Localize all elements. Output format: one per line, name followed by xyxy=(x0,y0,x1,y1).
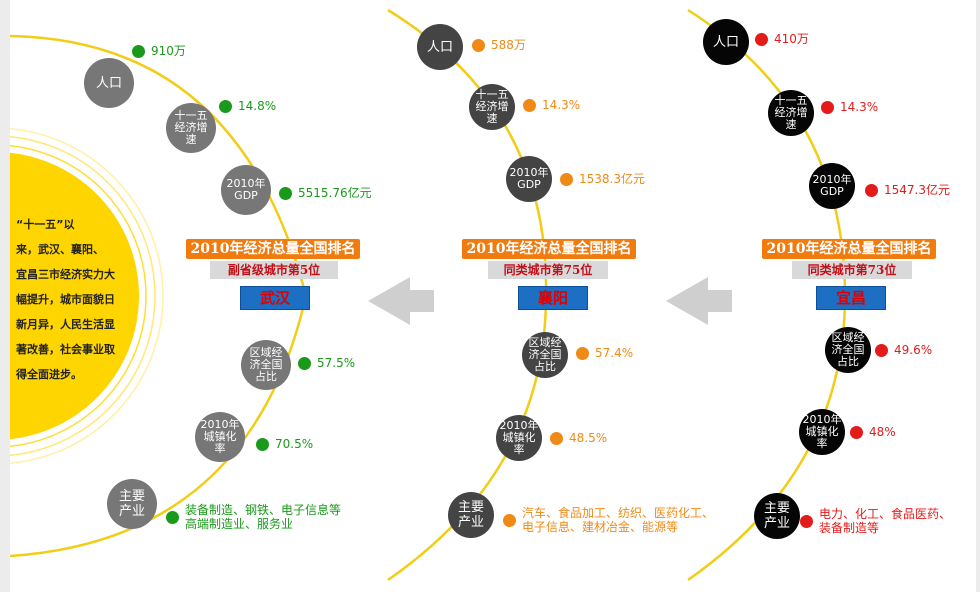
bullet-dot-icon xyxy=(279,186,292,200)
metric-value: 588万 xyxy=(472,38,526,52)
sun-ring xyxy=(10,127,164,465)
sun-ring xyxy=(10,145,147,447)
sun-ring xyxy=(10,135,156,457)
metric-node: 2010年 GDP xyxy=(221,165,271,215)
bullet-dot-icon xyxy=(503,513,516,527)
metric-node: 2010年 城镇化 率 xyxy=(799,409,845,455)
metric-value-text: 910万 xyxy=(151,44,186,58)
metric-node: 十一五 经济增 速 xyxy=(469,84,515,130)
metric-node: 区域经 济全国 占比 xyxy=(825,327,871,373)
metric-value-text: 48% xyxy=(869,425,896,439)
metric-value: 5515.76亿元 xyxy=(279,186,372,200)
metric-value-text: 14.8% xyxy=(238,99,277,113)
metric-value-text: 57.5% xyxy=(317,356,356,370)
metric-value: 1547.3亿元 xyxy=(865,183,950,197)
metric-node: 2010年 GDP xyxy=(809,163,855,209)
metric-node: 2010年 GDP xyxy=(506,156,552,202)
metric-value-text: 49.6% xyxy=(894,343,933,357)
metric-value: 汽车、食品加工、纺织、医药化工、 电子信息、建材冶金、能源等 xyxy=(503,506,714,534)
city-name-label: 武汉 xyxy=(240,286,310,310)
metric-value-text: 1547.3亿元 xyxy=(884,183,950,197)
city-name-label: 宜昌 xyxy=(816,286,886,310)
bullet-dot-icon xyxy=(472,38,485,52)
metric-value-text: 70.5% xyxy=(275,437,314,451)
bullet-dot-icon xyxy=(875,343,888,357)
arrow-left-icon xyxy=(368,277,434,325)
metric-value: 48% xyxy=(850,425,896,439)
metric-value-text: 汽车、食品加工、纺织、医药化工、 电子信息、建材冶金、能源等 xyxy=(522,506,715,534)
bullet-dot-icon xyxy=(821,100,834,114)
ranking-text: 同类城市第75位 xyxy=(488,261,608,279)
metric-value-text: 电力、化工、食品医药、 装备制造等 xyxy=(819,507,952,535)
metric-value: 49.6% xyxy=(875,343,932,357)
metric-value-text: 57.4% xyxy=(595,346,634,360)
bullet-dot-icon xyxy=(298,356,311,370)
metric-node: 区域经 济全国 占比 xyxy=(241,340,291,390)
metric-node: 人口 xyxy=(84,58,134,108)
metric-value: 48.5% xyxy=(550,431,607,445)
metric-value: 70.5% xyxy=(256,437,313,451)
metric-value-text: 5515.76亿元 xyxy=(298,186,372,200)
bullet-dot-icon xyxy=(755,32,768,46)
metric-value: 14.8% xyxy=(219,99,276,113)
bullet-dot-icon xyxy=(865,183,878,197)
intro-text: “十一五”以 来，武汉、襄阳、 宜昌三市经济实力大 幅提升，城市面貌日 新月异，… xyxy=(16,218,115,381)
metric-node: 区域经 济全国 占比 xyxy=(522,332,568,378)
metric-value: 装备制造、钢铁、电子信息等 高端制造业、服务业 xyxy=(166,503,341,531)
ranking-banner: 2010年经济总量全国排名 xyxy=(186,239,360,259)
metric-value: 电力、化工、食品医药、 装备制造等 xyxy=(800,507,951,535)
metric-node: 十一五 经济增 速 xyxy=(166,103,216,153)
metric-node: 主要 产业 xyxy=(754,493,800,539)
metric-value-text: 1538.3亿元 xyxy=(579,172,645,186)
metric-value-text: 14.3% xyxy=(840,100,879,114)
metric-node: 人口 xyxy=(417,24,463,70)
metric-value-text: 588万 xyxy=(491,38,526,52)
metric-value: 57.5% xyxy=(298,356,355,370)
metric-value-text: 410万 xyxy=(774,32,809,46)
bullet-dot-icon xyxy=(219,99,232,113)
metric-node: 主要 产业 xyxy=(448,492,494,538)
ranking-text: 同类城市第73位 xyxy=(792,261,912,279)
bullet-dot-icon xyxy=(132,44,145,58)
bullet-dot-icon xyxy=(850,425,863,439)
infographic-canvas: “十一五”以 来，武汉、襄阳、 宜昌三市经济实力大 幅提升，城市面貌日 新月异，… xyxy=(10,0,976,592)
bullet-dot-icon xyxy=(166,510,179,524)
ranking-banner: 2010年经济总量全国排名 xyxy=(462,239,636,259)
metric-node: 主要 产业 xyxy=(107,479,157,529)
metric-value: 14.3% xyxy=(821,100,878,114)
bullet-dot-icon xyxy=(256,437,269,451)
metric-value: 410万 xyxy=(755,32,809,46)
metric-node: 十一五 经济增 速 xyxy=(768,90,814,136)
city-name-label: 襄阳 xyxy=(518,286,588,310)
bullet-dot-icon xyxy=(523,98,536,112)
metric-value-text: 14.3% xyxy=(542,98,581,112)
bullet-dot-icon xyxy=(800,514,813,528)
ranking-banner: 2010年经济总量全国排名 xyxy=(762,239,936,259)
metric-node: 2010年 城镇化 率 xyxy=(496,415,542,461)
metric-value: 14.3% xyxy=(523,98,580,112)
ranking-text: 副省级城市第5位 xyxy=(210,261,338,279)
metric-value: 1538.3亿元 xyxy=(560,172,645,186)
metric-value: 910万 xyxy=(132,44,186,58)
metric-node: 2010年 城镇化 率 xyxy=(195,412,245,462)
bullet-dot-icon xyxy=(576,346,589,360)
bullet-dot-icon xyxy=(560,172,573,186)
sun-disc xyxy=(10,152,139,440)
metric-value-text: 48.5% xyxy=(569,431,608,445)
arrow-left-icon xyxy=(666,277,732,325)
metric-value-text: 装备制造、钢铁、电子信息等 高端制造业、服务业 xyxy=(185,503,342,531)
bullet-dot-icon xyxy=(550,431,563,445)
metric-value: 57.4% xyxy=(576,346,633,360)
metric-node: 人口 xyxy=(703,19,749,65)
